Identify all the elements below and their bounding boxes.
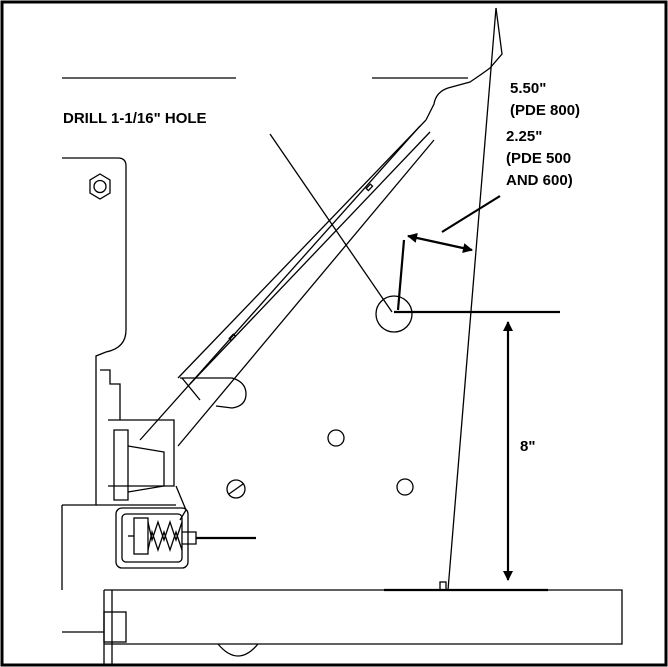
drill-hole [375, 295, 413, 333]
base-platform [61, 505, 623, 664]
dim-large-model: (PDE 800) [510, 102, 580, 119]
height-dimension-label: 8" [520, 438, 535, 455]
dim-small-value: 2.25" [506, 128, 542, 145]
drill-hole-label: DRILL 1-1/16" HOLE [63, 110, 207, 127]
slanted-panel [139, 7, 503, 591]
drill-leader-line [269, 133, 393, 313]
dim-large-value: 5.50" [510, 80, 546, 97]
hinge-bracket [96, 369, 247, 521]
dim-small-models-line1: (PDE 500 [506, 150, 571, 167]
hex-nut [89, 173, 111, 200]
left-panel-outline [62, 157, 127, 506]
dim-small-models-line2: AND 600) [506, 172, 573, 189]
mounting-holes [226, 429, 414, 499]
inset-dimension [396, 195, 501, 311]
spring-pin-assembly [115, 507, 256, 569]
